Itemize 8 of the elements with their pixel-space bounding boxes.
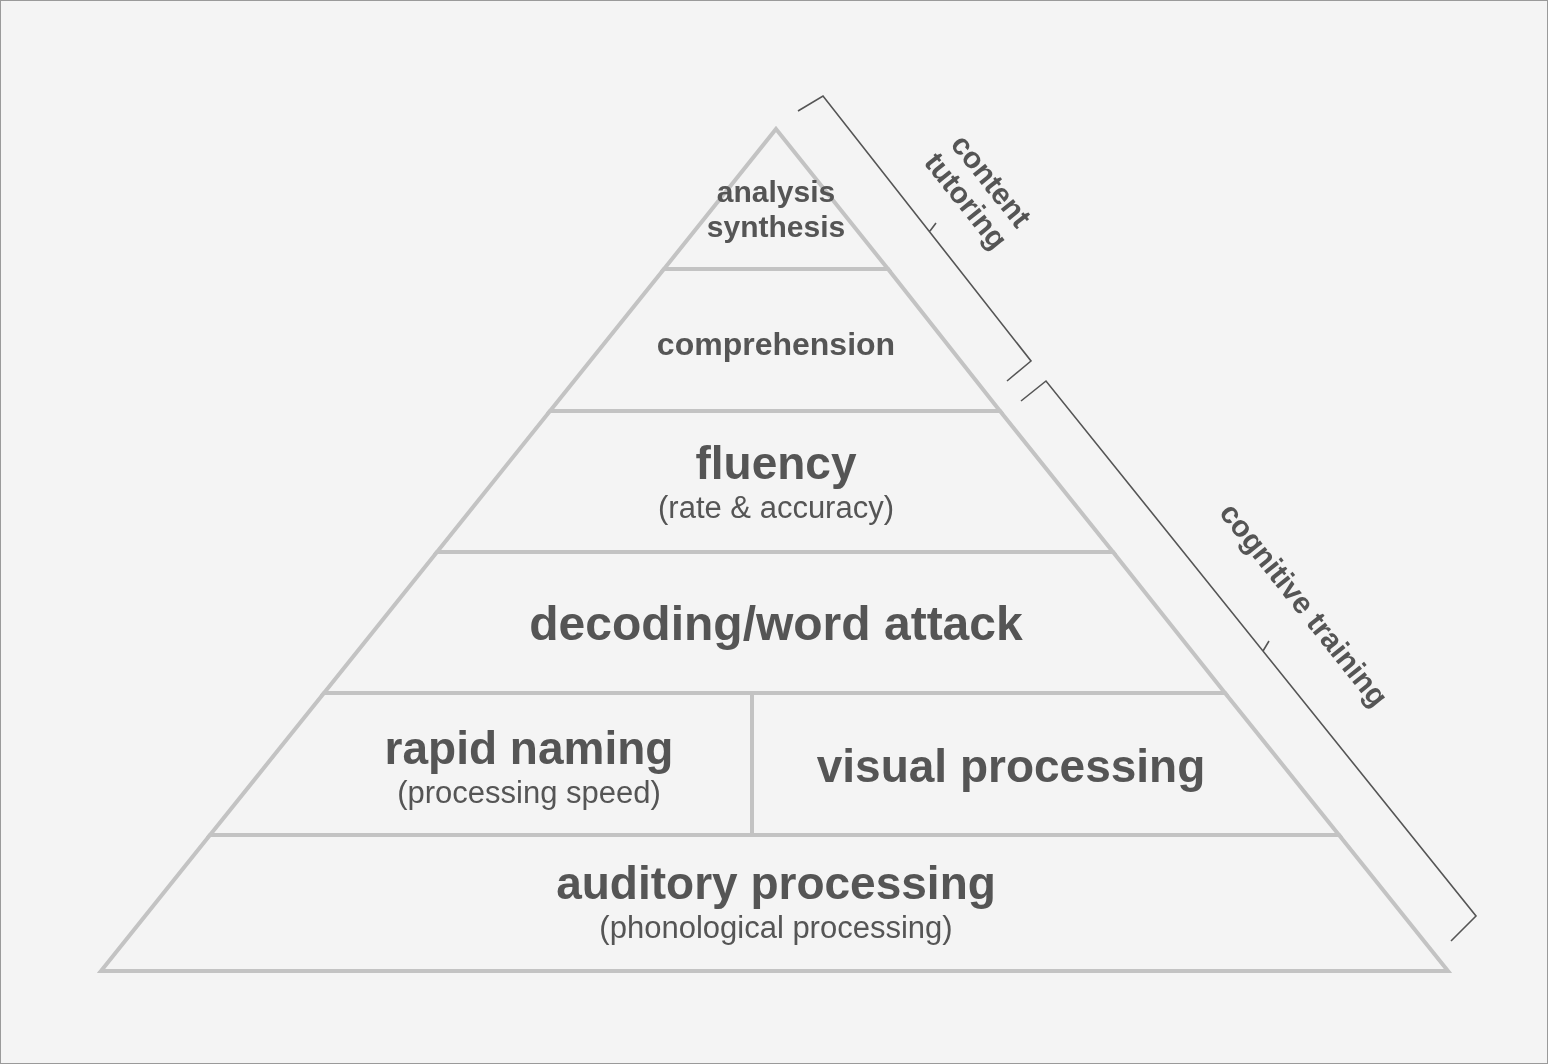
tier-subtitle: (rate & accuracy) — [658, 489, 894, 526]
tier-title: analysis synthesis — [705, 174, 847, 244]
tier-subtitle: (processing speed) — [396, 774, 662, 811]
tier-title: rapid naming — [384, 721, 674, 775]
tier-title: comprehension — [656, 325, 896, 363]
tier-title: decoding/word attack — [529, 596, 1023, 652]
tier-title: fluency — [694, 436, 858, 490]
tier-title: visual processing — [816, 739, 1206, 793]
